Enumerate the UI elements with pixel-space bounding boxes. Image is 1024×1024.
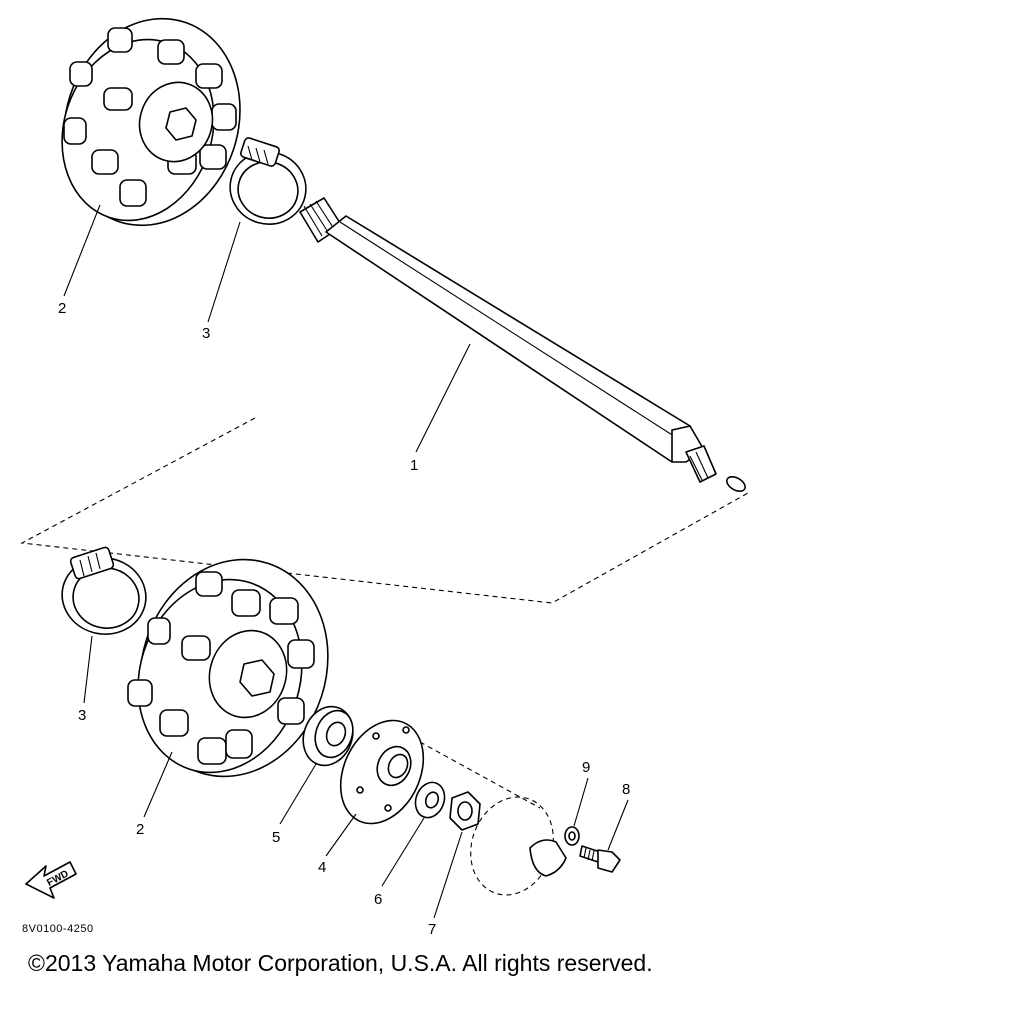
fwd-label: FWD [45, 868, 70, 888]
callout-lock-washer: 9 [582, 759, 590, 776]
bearing [302, 705, 354, 767]
callout-clamp-upper: 3 [202, 325, 210, 342]
bolt [579, 845, 621, 873]
callout-bearing-holder: 4 [318, 859, 326, 876]
callout-shaft: 1 [410, 457, 418, 474]
bearing-holder [339, 719, 425, 825]
copyright-text: ©2013 Yamaha Motor Corporation, U.S.A. A… [28, 950, 653, 976]
lock-washer [564, 826, 580, 846]
washer [414, 781, 446, 819]
callout-bearing: 5 [272, 829, 280, 846]
drive-shaft [299, 197, 746, 493]
callout-clamp-lower: 3 [78, 707, 86, 724]
callout-washer: 6 [374, 891, 382, 908]
nut [449, 791, 481, 831]
callout-sprocket-lower: 2 [136, 821, 144, 838]
flange-cover [470, 796, 567, 896]
lower-clamp [61, 546, 147, 635]
callout-nut: 7 [428, 921, 436, 938]
fwd-arrow-icon: FWD [25, 861, 77, 899]
upper-sprocket [61, 17, 241, 227]
lower-sprocket [127, 558, 329, 778]
callout-sprocket-upper: 2 [58, 300, 66, 317]
diagram-code: 8V0100-4250 [22, 923, 94, 935]
upper-clamp [229, 137, 307, 225]
callout-bolt: 8 [622, 781, 630, 798]
